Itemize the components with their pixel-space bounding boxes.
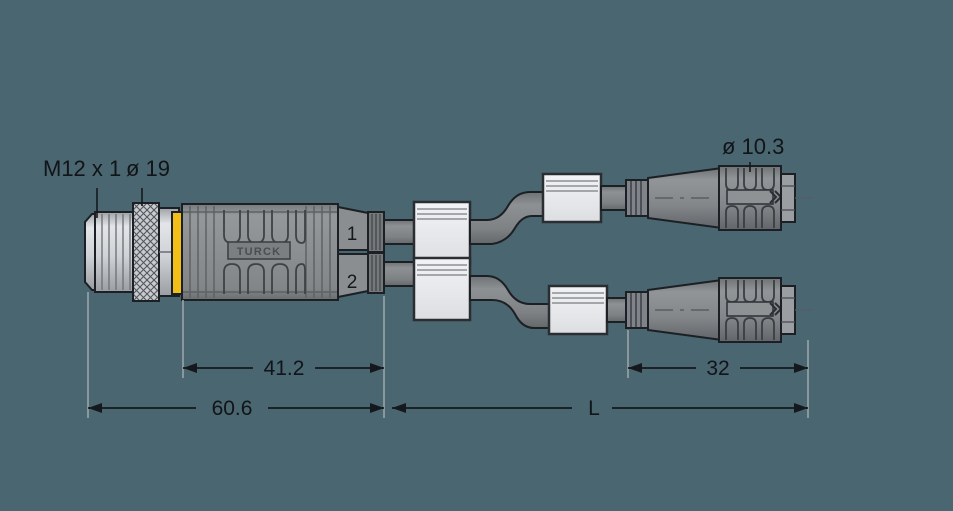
dimension-41-2-text: 41.2 (264, 357, 305, 380)
collar-threads (371, 214, 381, 291)
port-heads: 1 2 (337, 205, 385, 299)
yellow-gasket-ring (171, 211, 183, 295)
upper-strain-relief (625, 179, 649, 217)
turck-logo-text: TURCK (237, 246, 282, 258)
lower-endcap-lines (781, 297, 795, 323)
dimension-32: 32 (628, 357, 808, 380)
dimension-60-6: 60.6 (88, 397, 384, 420)
lower-head-window (726, 301, 774, 317)
lower-label-1-stripes (417, 264, 467, 276)
upper-head-window (726, 189, 774, 205)
thread-barrel (94, 211, 136, 293)
body-ribs (189, 206, 331, 298)
upper-strain-ribs (630, 181, 642, 215)
connector-diameter-label: ø 10.3 (722, 134, 784, 159)
upper-label-block-1 (412, 200, 472, 266)
extension-lines (87, 292, 809, 418)
knurled-nut (132, 202, 160, 302)
lower-cable-run (606, 297, 627, 323)
upper-label-2-stripes (546, 180, 598, 192)
lower-label-2-stripes (552, 292, 604, 304)
dimension-60-6-text: 60.6 (212, 397, 253, 420)
port-1-label: 1 (347, 224, 358, 245)
upper-endcap-lines (781, 185, 795, 211)
upper-label-1-stripes (417, 208, 467, 220)
callout-labels: M12 x 1 ø 19 ø 10.3 (43, 134, 784, 218)
upper-connector-endcap (780, 173, 796, 223)
grip-slots-lower (223, 263, 306, 294)
dimension-total-L: L (392, 397, 808, 420)
body-seams (183, 211, 337, 293)
thread-lines (101, 214, 131, 290)
lower-branch-cable (383, 256, 812, 343)
lower-cable-stub (383, 261, 415, 287)
upper-cable-run (600, 185, 627, 211)
logo-plate (227, 241, 291, 260)
dimension-total-L-text: L (588, 397, 600, 420)
upper-label-block-2 (541, 172, 603, 224)
m12-male-connector (84, 202, 183, 302)
upper-cable-stub (383, 219, 415, 245)
nut-diameter-label: ø 19 (126, 156, 170, 181)
lower-connector-endcap (780, 285, 796, 335)
port-2-label: 2 (347, 272, 358, 293)
thread-spec-label: M12 x 1 (43, 156, 121, 181)
dimension-lines: 41.2 60.6 32 L (87, 292, 809, 420)
lower-strain-ribs (630, 293, 642, 327)
dimension-32-text: 32 (706, 357, 729, 380)
lower-label-block-1 (412, 256, 472, 322)
lower-strain-relief (625, 291, 649, 329)
dimension-41-2: 41.2 (183, 357, 384, 380)
splitter-body: TURCK (181, 203, 339, 301)
